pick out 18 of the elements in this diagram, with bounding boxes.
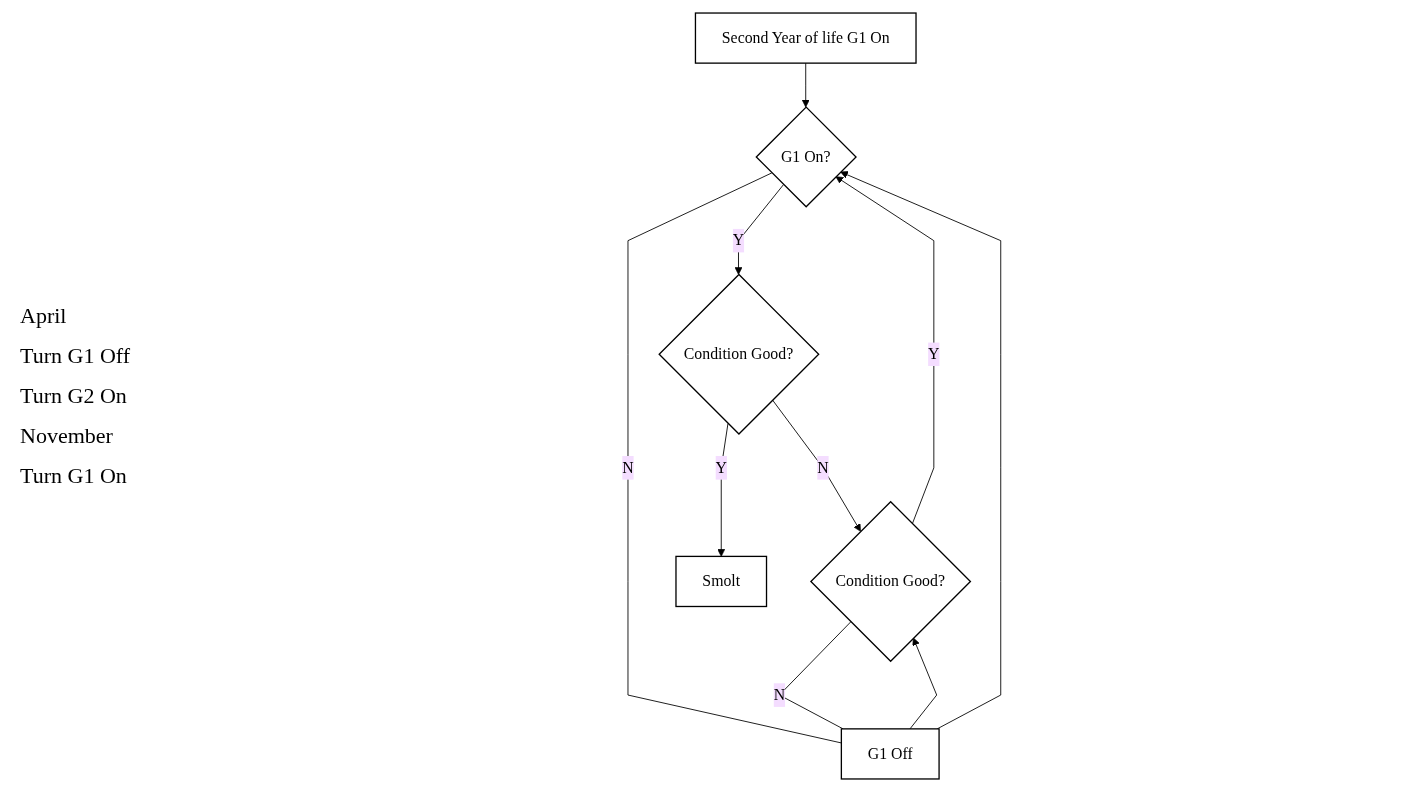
note-label: Turn G1 On — [20, 463, 128, 489]
note-label: April — [20, 303, 68, 329]
node-diamond: Condition Good? — [658, 273, 820, 435]
node-box: Second Year of life G1 On — [694, 12, 917, 64]
edge-label: Y — [732, 231, 745, 250]
edge-label: Y — [928, 345, 940, 363]
node-box: Smolt — [675, 555, 768, 608]
node-diamond: Condition Good? — [809, 500, 972, 663]
edge-label: Y — [715, 458, 727, 477]
note-label: Turn G2 On — [20, 383, 128, 409]
node-box: G1 Off — [840, 728, 940, 780]
edge-label: N — [773, 685, 786, 704]
edge-label: N — [622, 458, 634, 477]
note-label: Turn G1 Off — [20, 343, 132, 369]
connector — [627, 172, 842, 744]
note-label: November — [20, 423, 114, 449]
node-diamond: G1 On? — [755, 106, 857, 208]
edge-label: N — [817, 458, 829, 477]
